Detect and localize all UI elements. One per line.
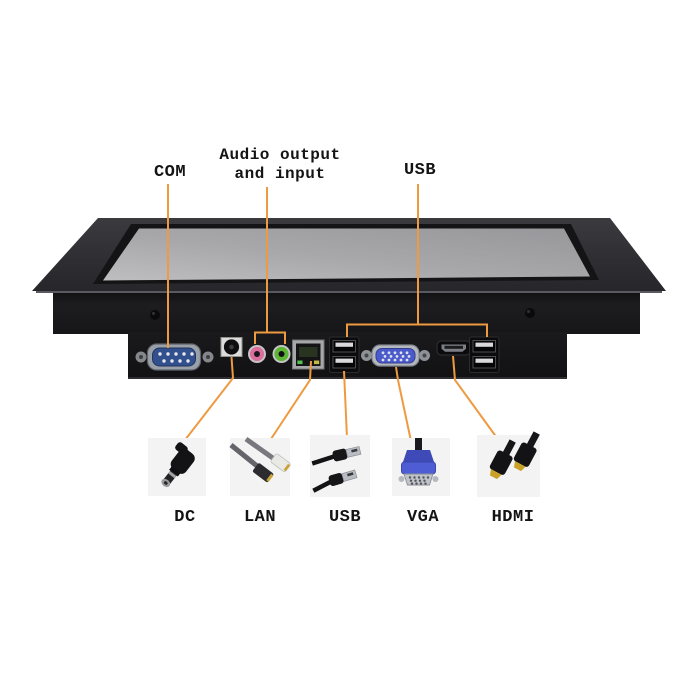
mic-in-jack xyxy=(248,345,266,363)
dc-thumb-label: DC xyxy=(174,508,196,527)
vga-thumb-label: VGA xyxy=(406,508,440,527)
audio-label-line1: Audio output xyxy=(219,146,341,164)
dc-plug-icon xyxy=(148,438,206,496)
dc-leader-line xyxy=(184,356,235,441)
hdmi-thumb-label: HDMI xyxy=(491,508,535,527)
dc-power-jack xyxy=(220,337,243,357)
com-db9-serial-port xyxy=(135,343,214,371)
device-screen xyxy=(103,228,590,281)
rear-screw-left xyxy=(150,310,160,320)
com-label: COM xyxy=(153,163,187,182)
usb-cable-icon xyxy=(310,435,370,497)
usb-dual-stack-left xyxy=(329,336,360,373)
audio-label: Audio output and input xyxy=(200,146,360,184)
panel-pc-device xyxy=(32,218,666,379)
usb-label: USB xyxy=(403,161,437,180)
line-out-jack xyxy=(272,345,291,363)
hdmi-leader-line xyxy=(452,355,498,439)
usb-leader-line xyxy=(343,370,348,439)
usb-callout-line xyxy=(346,184,488,337)
callout-lines xyxy=(167,184,498,443)
vga-connector-icon xyxy=(392,438,450,496)
vga-leader-line xyxy=(395,366,412,442)
vga-db15-port xyxy=(361,344,430,367)
lan-rj45-port xyxy=(292,339,325,370)
lan-leader-line xyxy=(268,360,312,443)
usb-dual-stack-right xyxy=(469,336,500,373)
rear-screw-right xyxy=(525,308,535,318)
lan-cable-icon xyxy=(229,436,291,496)
audio-label-line2: and input xyxy=(234,165,326,183)
audio-callout-line xyxy=(254,187,286,344)
lan-thumb-label: LAN xyxy=(243,508,277,527)
hdmi-cable-icon xyxy=(477,431,540,497)
hdmi-port xyxy=(436,340,471,356)
usb-thumb-label: USB xyxy=(328,508,362,527)
